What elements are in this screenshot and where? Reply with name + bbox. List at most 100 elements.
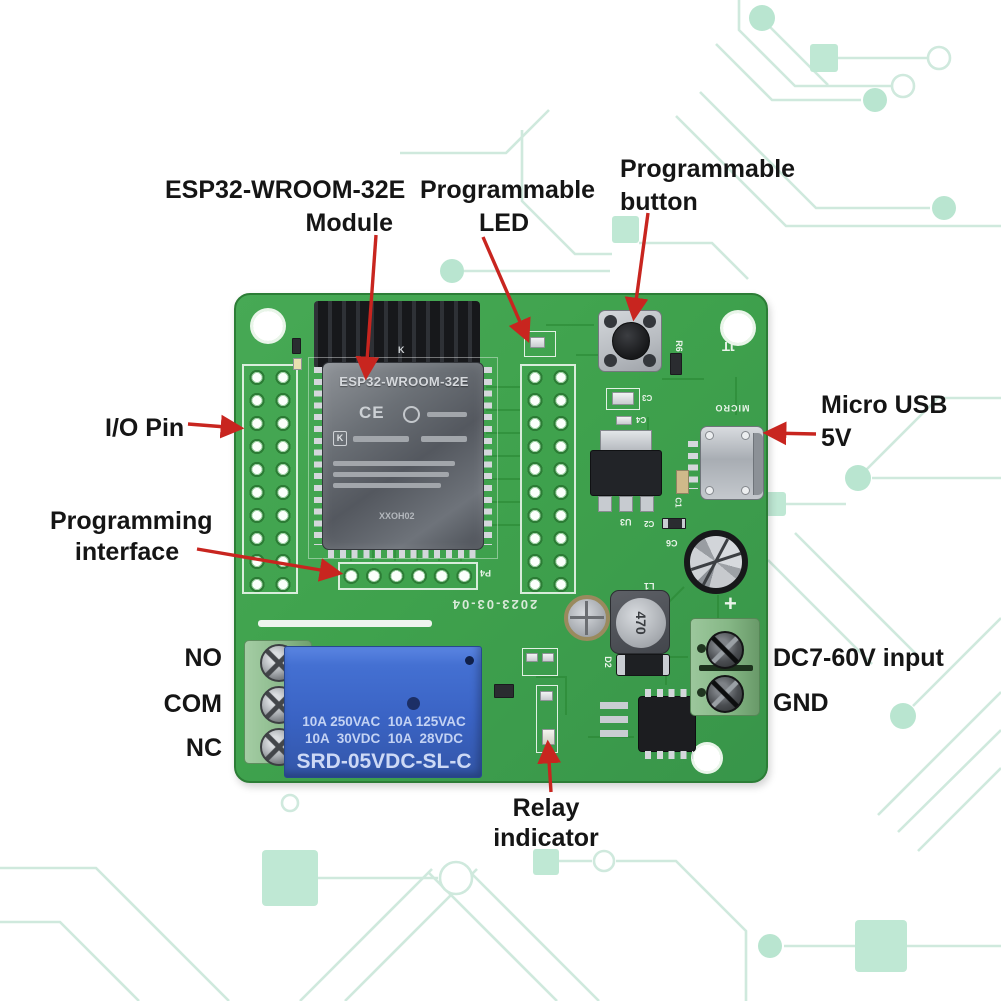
silk-c1: C1 bbox=[673, 497, 683, 508]
programmable-led bbox=[530, 337, 545, 348]
mounting-hole-top-right bbox=[720, 310, 756, 346]
inductor-l1: 470 bbox=[610, 590, 670, 654]
silk-c2: C2 bbox=[644, 519, 655, 528]
label-line: Micro USB bbox=[821, 391, 948, 419]
label-line: interface bbox=[74, 538, 180, 566]
silk-c4: C4 bbox=[636, 415, 647, 424]
antenna-mark: K bbox=[398, 345, 405, 355]
label-com: COM bbox=[163, 690, 222, 718]
silk-micro: MICRO bbox=[714, 403, 750, 413]
cert-circle-icon bbox=[403, 406, 420, 423]
label-relay-indicator: Relay indicator bbox=[472, 793, 620, 853]
cert-text-bar bbox=[421, 436, 467, 442]
programmable-led-silk bbox=[524, 331, 556, 357]
label-line: button bbox=[620, 188, 698, 216]
driver-resistor bbox=[526, 653, 538, 662]
terminal-screw bbox=[706, 631, 744, 669]
usb-pins bbox=[688, 441, 698, 489]
label-text-bar bbox=[333, 461, 455, 466]
soic-pins-bottom bbox=[645, 751, 693, 759]
resistor-array bbox=[600, 702, 628, 742]
silk-d2: D2 bbox=[602, 656, 613, 668]
label-io-pin: I/O Pin bbox=[105, 414, 185, 442]
io-pin-field-left bbox=[242, 364, 298, 594]
relay-ratings: 10A 250VAC 10A 125VAC 10A 30VDC 10A 28VD… bbox=[285, 713, 483, 775]
button-corner-pin bbox=[643, 354, 656, 367]
smd-c1 bbox=[676, 470, 689, 494]
smd-r6 bbox=[670, 353, 682, 375]
relay-pin-dot bbox=[465, 656, 474, 665]
module-pins-bottom bbox=[328, 550, 478, 558]
label-line: Programming bbox=[50, 507, 213, 535]
relay-indicator-led bbox=[542, 729, 555, 745]
relay-part-number: SRD-05VDC-SL-C bbox=[296, 750, 472, 773]
label-line: Module bbox=[305, 209, 394, 237]
terminal-screw bbox=[706, 675, 744, 713]
label-text-bar bbox=[333, 472, 449, 477]
relay-rating-line: 10A 250VAC 10A 125VAC bbox=[302, 714, 466, 729]
silkscreen-line bbox=[258, 620, 432, 627]
label-programming-interface: Programming interface bbox=[50, 506, 213, 568]
pcb-board: K ESP32-WROOM-32E CE K XXOH02 P4 bbox=[234, 293, 768, 783]
programmable-button bbox=[598, 310, 662, 372]
corner-mark: JT bbox=[722, 339, 738, 354]
label-micro-usb: Micro USB 5V bbox=[821, 389, 947, 455]
capacitor-c6 bbox=[684, 530, 748, 594]
esp32-module-shield: ESP32-WROOM-32E CE K XXOH02 bbox=[322, 362, 484, 550]
kc-mark-icon: K bbox=[333, 431, 347, 446]
button-corner-pin bbox=[643, 315, 656, 328]
micro-usb-connector bbox=[700, 426, 764, 500]
usb-pad bbox=[741, 431, 750, 440]
terminal-wire-hole bbox=[697, 644, 706, 653]
silk-r6: R6 bbox=[673, 340, 684, 352]
smd-c4 bbox=[616, 416, 632, 425]
regulator-body bbox=[590, 450, 662, 496]
relay-center-dot bbox=[407, 697, 420, 710]
soic8-chip bbox=[638, 689, 696, 759]
mounting-hole-bottom-right bbox=[691, 742, 723, 774]
smd-resistor bbox=[292, 338, 301, 354]
label-line: 5V bbox=[821, 424, 852, 452]
regulator-leg bbox=[619, 496, 633, 512]
label-line: indicator bbox=[493, 824, 599, 852]
label-nc: NC bbox=[185, 734, 222, 762]
smd-c2 bbox=[662, 518, 686, 529]
label-line: Relay bbox=[512, 794, 580, 822]
date-code: 2023-03-04 bbox=[450, 597, 538, 612]
label-text-bar bbox=[333, 483, 441, 488]
silk-plus: + bbox=[724, 591, 737, 616]
ce-mark-icon: CE bbox=[359, 403, 385, 422]
mounting-hole-top-left bbox=[250, 308, 286, 344]
driver-silk bbox=[522, 648, 558, 676]
label-esp32-module: ESP32-WROOM-32E Module bbox=[165, 174, 406, 240]
regulator-leg bbox=[640, 496, 654, 512]
silk-c6: C6 bbox=[666, 538, 678, 548]
module-batch-code: XXOH02 bbox=[379, 511, 415, 521]
driver-resistor bbox=[540, 691, 553, 701]
usb-pad bbox=[705, 431, 714, 440]
module-footprint-silk bbox=[308, 357, 498, 559]
label-line: ESP32-WROOM-32E bbox=[165, 176, 406, 204]
label-line: LED bbox=[479, 209, 529, 237]
label-programmable-led: Programmable LED bbox=[420, 174, 595, 240]
inductor-core: 470 bbox=[616, 598, 666, 648]
silk-c3: C3 bbox=[642, 393, 653, 402]
cap-vent-line bbox=[690, 552, 742, 571]
module-pins-left bbox=[314, 367, 322, 545]
io-pin-field-right bbox=[520, 364, 576, 594]
diode-d2 bbox=[616, 654, 670, 676]
inductor-value: 470 bbox=[633, 611, 649, 635]
cert-text-bar bbox=[427, 412, 467, 417]
label-programmable-button: Programmable button bbox=[620, 153, 795, 219]
dc-input-terminal bbox=[690, 618, 760, 716]
cert-text-bar bbox=[353, 436, 409, 442]
esp32-antenna-region: K bbox=[314, 301, 480, 369]
label-no: NO bbox=[184, 644, 223, 672]
smd-led-yellow bbox=[293, 358, 302, 370]
relay-rating-line: 10A 30VDC 10A 28VDC bbox=[304, 731, 464, 746]
esp32-module-name: ESP32-WROOM-32E bbox=[339, 374, 469, 389]
smd-c3-silk bbox=[606, 388, 640, 410]
usb-lip bbox=[753, 433, 763, 495]
soic-pins-top bbox=[645, 689, 693, 697]
